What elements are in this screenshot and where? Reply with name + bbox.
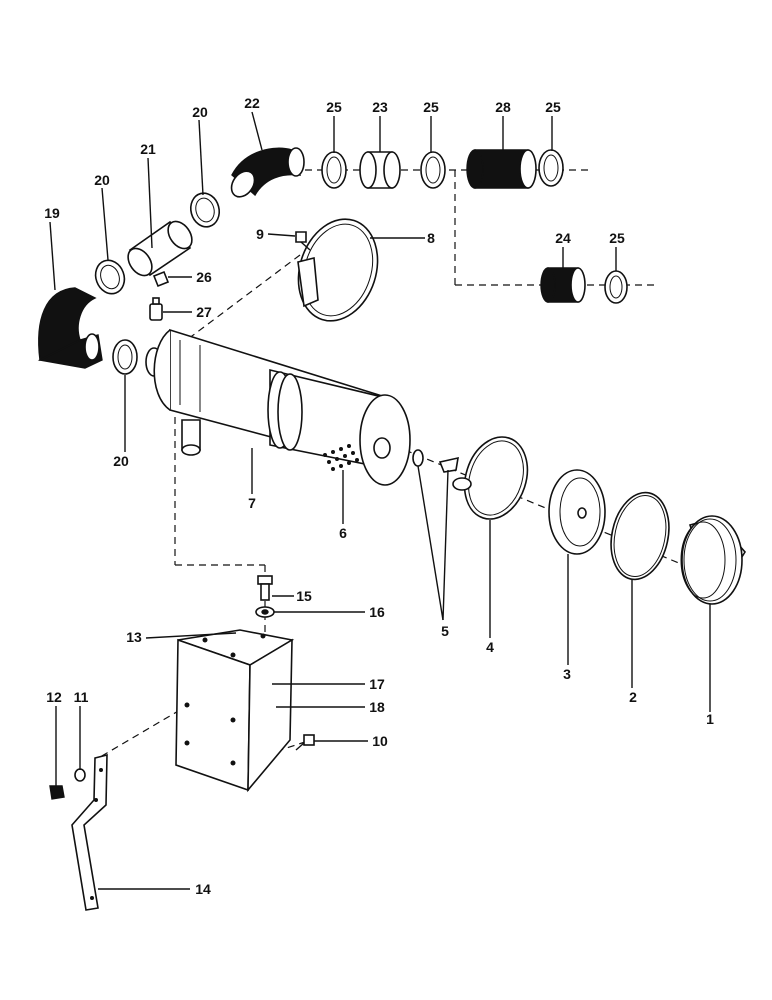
label-part-20-b: 20 (192, 104, 208, 120)
label-part-4: 4 (486, 639, 494, 655)
label-part-6: 6 (339, 525, 347, 541)
label-part-3: 3 (563, 666, 571, 682)
leader-lines (49, 111, 711, 890)
part-9-bolt (295, 231, 311, 251)
label-part-8: 8 (427, 230, 435, 246)
part-6-element (267, 368, 411, 486)
part-number-labels: 1 2 3 4 5 6 7 8 9 10 11 12 13 14 15 16 1… (44, 95, 714, 897)
label-part-10: 10 (372, 733, 388, 749)
label-part-21: 21 (140, 141, 156, 157)
part-3-inner-cover (548, 469, 606, 555)
label-part-15: 15 (296, 588, 312, 604)
part-22-elbow-hose (230, 147, 305, 198)
label-part-22: 22 (244, 95, 260, 111)
part-14-strap (71, 753, 108, 911)
part-4-clamp-ring (452, 436, 529, 520)
part-27-indicator (149, 297, 163, 321)
label-part-12: 12 (46, 689, 62, 705)
label-part-24: 24 (555, 230, 571, 246)
part-26-fitting (152, 270, 170, 288)
part-8-band-clamp (297, 218, 379, 322)
label-part-26: 26 (196, 269, 212, 285)
label-part-13: 13 (126, 629, 142, 645)
label-part-14: 14 (195, 881, 211, 897)
part-19-elbow-hose (37, 287, 103, 369)
label-part-25-d: 25 (609, 230, 625, 246)
label-part-9: 9 (256, 226, 264, 242)
label-part-2: 2 (629, 689, 637, 705)
label-part-18: 18 (369, 699, 385, 715)
label-part-1: 1 (706, 711, 714, 727)
part-16-washer (255, 606, 275, 618)
part-12-nut (49, 785, 65, 800)
part-2-gasket (610, 491, 670, 581)
label-part-11: 11 (74, 689, 89, 705)
label-part-23: 23 (372, 99, 388, 115)
part-15-bolt (257, 575, 273, 601)
label-part-25-a: 25 (326, 99, 342, 115)
part-10-bolt (295, 734, 315, 751)
part-24-short-hose (540, 267, 586, 303)
part-5-wing-nut (412, 449, 459, 473)
label-part-28: 28 (495, 99, 511, 115)
part-20-clamps (94, 192, 221, 375)
part-28-hose-coupling (466, 149, 537, 189)
part-21-pipe (127, 220, 193, 277)
label-part-19: 19 (44, 205, 60, 221)
part-25-clamps (321, 149, 628, 304)
label-part-25-c: 25 (545, 99, 561, 115)
part-1-cap (680, 515, 746, 605)
label-part-5: 5 (441, 623, 449, 639)
label-part-17: 17 (369, 676, 385, 692)
label-part-20-c: 20 (113, 453, 129, 469)
label-part-7: 7 (248, 495, 256, 511)
part-13-bracket (175, 629, 295, 793)
part-23-sleeve (359, 151, 401, 189)
label-part-27: 27 (196, 304, 212, 320)
label-part-25-b: 25 (423, 99, 439, 115)
element-perforations (323, 444, 359, 471)
label-part-20-a: 20 (94, 172, 110, 188)
part-11-washer (74, 768, 86, 782)
label-part-16: 16 (369, 604, 385, 620)
